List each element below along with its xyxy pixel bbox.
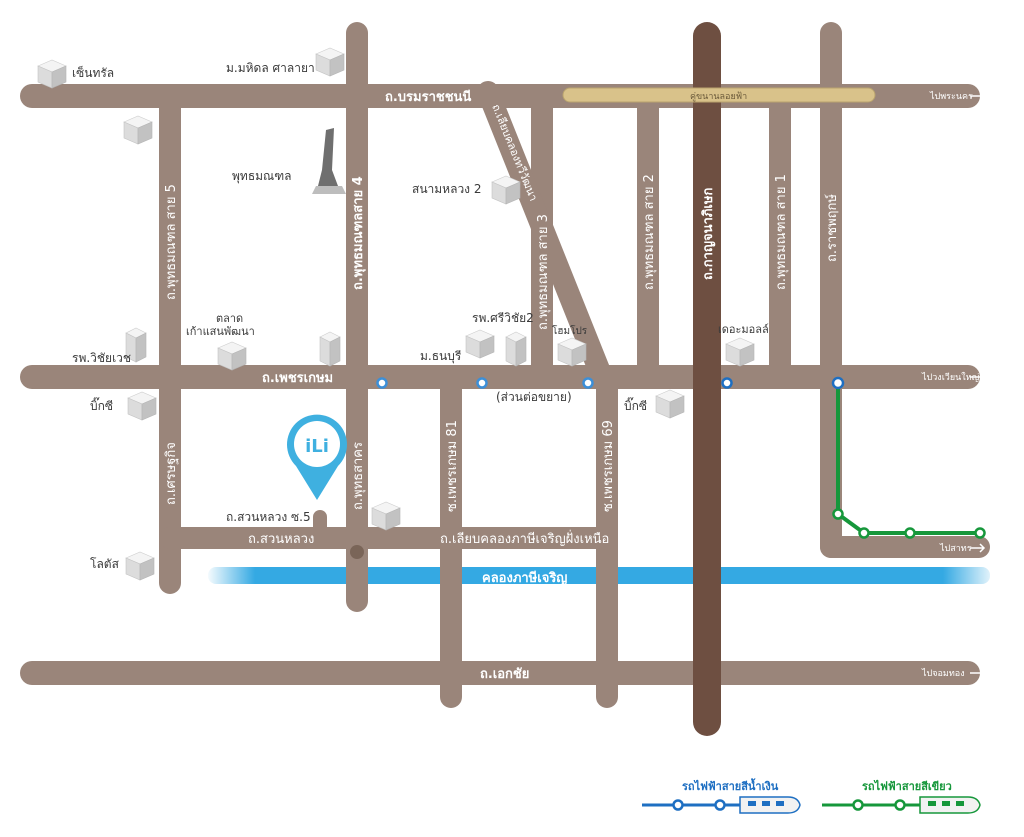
label-suan-luang-soi5: ถ.สวนหลวง ซ.5 xyxy=(226,510,311,524)
landmarks: เซ็นทรัล ม.มหิดล ศาลายา พุทธมณฑล สนามหลว… xyxy=(37,47,769,581)
label-suan-luang: ถ.สวนหลวง xyxy=(248,532,314,547)
label-phetkasem-69: ซ.เพชรเกษม 69 xyxy=(601,420,616,512)
landmark-phutthamonthon: พุทธมณฑล xyxy=(232,169,292,184)
station-blue-4 xyxy=(721,377,733,389)
station-green-4 xyxy=(974,527,986,539)
pin-inner-circle xyxy=(294,421,340,467)
road-phutthamonthon-5 xyxy=(159,86,181,594)
direction-labels: ไปพระนคร ไปวงเวียนใหญ่ ไปสาทร ไปจอมทอง xyxy=(921,91,986,679)
label-canal: คลองภาษีเจริญ xyxy=(482,570,567,586)
label-parallel-road: คู่ขนานลอยฟ้า xyxy=(690,91,747,102)
label-ratchaphruek: ถ.ราชพฤกษ์ xyxy=(824,194,840,262)
tower-building-icon xyxy=(505,331,527,367)
building-icon xyxy=(371,501,401,531)
label-phutthamonthon-2: ถ.พุทธมณฑล สาย 2 xyxy=(642,174,657,290)
label-phutthamonthon-3: ถ.พุทธมณฑล สาย 3 xyxy=(536,214,551,330)
arrow-right-icon xyxy=(970,91,986,101)
building-icon xyxy=(655,389,685,419)
bridge-phutthamonthon-4 xyxy=(346,560,368,590)
buddha-statue-icon xyxy=(312,128,346,194)
landmark-bigc-2: บิ๊กซี xyxy=(624,397,647,413)
landmark-bigc-1: บิ๊กซี xyxy=(90,397,113,413)
building-icon xyxy=(217,341,247,371)
label-phetkasem: ถ.เพชรเกษม xyxy=(262,371,333,386)
road-phutthamonthon-4 xyxy=(346,22,368,612)
landmark-central: เซ็นทรัล xyxy=(72,65,114,80)
landmark-wichaiyut: รพ.วิชัยเวช xyxy=(72,351,131,365)
building-icon xyxy=(123,115,153,145)
legend-blue-station xyxy=(714,799,726,811)
station-green-2 xyxy=(858,527,870,539)
label-setthakit: ถ.เศรษฐกิจ xyxy=(164,442,179,505)
label-borommaratchachonnani: ถ.บรมราชชนนี xyxy=(385,89,471,105)
building-icon xyxy=(725,337,755,367)
green-line xyxy=(836,383,980,535)
legend-green-station xyxy=(894,799,906,811)
building-icon xyxy=(125,551,155,581)
building-icon xyxy=(465,329,495,359)
university-building-icon xyxy=(315,47,345,77)
label-phutthamonthon-1: ถ.พุทธมณฑล สาย 1 xyxy=(774,174,789,290)
landmark-the-mall: เดอะมอลล์ xyxy=(718,323,769,336)
arrow-right-icon xyxy=(970,543,986,553)
road-phutthamonthon-2 xyxy=(637,86,659,386)
landmark-sanam-luang-2: สนามหลวง 2 xyxy=(412,182,482,196)
dir-to-chom-thong: ไปจอมทอง xyxy=(921,668,965,679)
roads-layer xyxy=(20,22,990,736)
bridge-phetkasem-81 xyxy=(440,560,462,590)
label-phetkasem-81: ซ.เพชรเกษม 81 xyxy=(445,420,460,512)
building-icon xyxy=(491,175,521,205)
landmark-lotus: โลตัส xyxy=(90,557,120,571)
dir-to-wongwian-yai: ไปวงเวียนใหญ่ xyxy=(921,372,980,383)
road-suan-luang xyxy=(159,527,618,549)
road-ekkachai xyxy=(20,661,980,685)
train-icon xyxy=(739,796,801,814)
arrow-right-icon xyxy=(970,668,986,678)
landmark-talat-line-1: ตลาด xyxy=(216,312,243,325)
station-blue-2 xyxy=(476,377,488,389)
landmark-talat-line-2: เก้าแสนพัฒนา xyxy=(186,325,255,338)
arrow-right-icon xyxy=(970,372,986,382)
station-green-3 xyxy=(904,527,916,539)
project-location-pin[interactable]: iLi xyxy=(287,414,348,500)
legend-blue-station xyxy=(672,799,684,811)
label-phutthamonthon-5: ถ.พุทธมณฑล สาย 5 xyxy=(164,184,179,300)
station-green-1 xyxy=(832,508,844,520)
station-interchange xyxy=(831,376,845,390)
road-ratchaphruek-bottom xyxy=(820,536,990,558)
legend-green-station xyxy=(852,799,864,811)
project-logo-text: iLi xyxy=(305,436,329,457)
tower-building-icon xyxy=(319,331,341,367)
landmark-mahidol: ม.มหิดล ศาลายา xyxy=(226,61,315,75)
building-icon xyxy=(37,59,67,89)
label-kanchanaphisek: ถ.กาญจนาภิเษก xyxy=(701,188,716,280)
landmark-srivichai-2: รพ.ศรีวิชัย2 xyxy=(472,311,534,325)
label-phutthasakhon: ถ.พุทธสาคร xyxy=(351,442,366,510)
legend: รถไฟฟ้าสายสีน้ำเงิน รถไฟฟ้าสายสีเขียว xyxy=(642,778,981,814)
road-phutthamonthon-1 xyxy=(769,86,791,386)
rail-layer xyxy=(372,376,986,539)
label-phutthamonthon-4: ถ.พุทธมณฑลสาย 4 xyxy=(351,176,366,290)
bridge-phetkasem-69 xyxy=(596,560,618,590)
elevated-parallel-road xyxy=(562,87,876,103)
landmark-home-pro: โฮมโปร xyxy=(552,324,588,337)
intersection-circle xyxy=(350,545,364,559)
station-blue-1 xyxy=(376,377,388,389)
station-blue-3 xyxy=(582,377,594,389)
label-liap-khlong-north: ถ.เลียบคลองภาษีเจริญฝั่งเหนือ xyxy=(440,530,609,547)
building-icon xyxy=(127,391,157,421)
legend-blue-label: รถไฟฟ้าสายสีน้ำเงิน xyxy=(682,778,779,793)
landmark-thonburi-univ: ม.ธนบุรี xyxy=(420,349,462,364)
road-liap-khlong-thawi xyxy=(477,81,611,383)
road-kanchanaphisek xyxy=(693,22,721,736)
label-extension: (ส่วนต่อขยาย) xyxy=(496,390,572,404)
legend-green-label: รถไฟฟ้าสายสีเขียว xyxy=(862,779,952,793)
building-icon xyxy=(557,337,587,367)
label-ekkachai: ถ.เอกชัย xyxy=(480,667,529,682)
dir-to-pinklao: ไปพระนคร xyxy=(929,91,973,102)
dir-to-sathorn: ไปสาทร xyxy=(939,543,972,554)
train-icon xyxy=(919,796,981,814)
